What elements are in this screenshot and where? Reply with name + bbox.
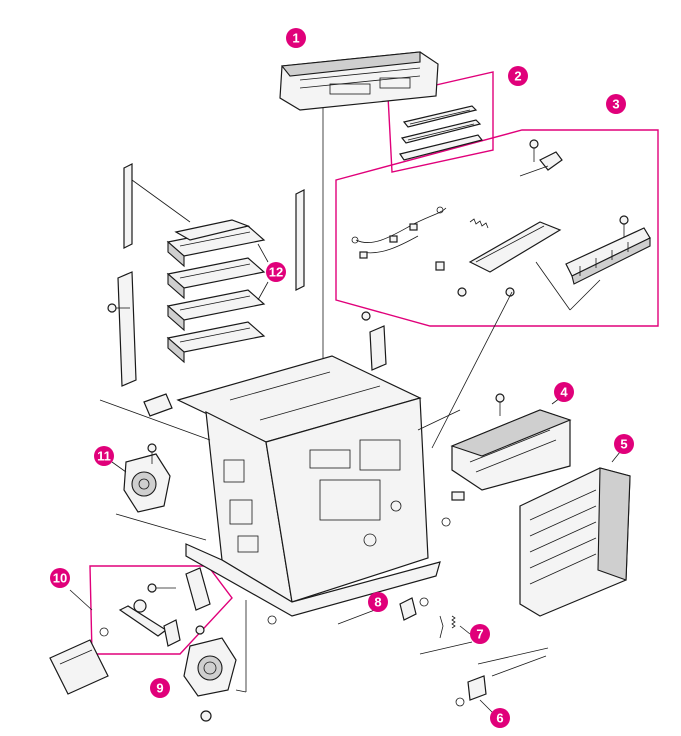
left-side-rails xyxy=(107,163,305,387)
svg-text:11: 11 xyxy=(97,449,111,464)
callout-9: 9 xyxy=(150,678,170,698)
rod-and-spring xyxy=(419,615,473,655)
fuser-assembly xyxy=(279,51,439,440)
frame-group-3 xyxy=(335,129,659,327)
callout-11: 11 xyxy=(94,446,114,466)
svg-text:10: 10 xyxy=(53,571,67,586)
callout-7: 7 xyxy=(470,624,490,644)
svg-text:3: 3 xyxy=(612,97,619,112)
svg-text:2: 2 xyxy=(514,69,521,84)
svg-text:9: 9 xyxy=(156,681,163,696)
small-bracket-assembly xyxy=(455,647,549,715)
svg-text:1: 1 xyxy=(292,31,299,46)
pickup-assembly xyxy=(450,393,572,491)
gear-drive-assembly xyxy=(111,443,207,541)
main-chassis xyxy=(99,291,513,617)
callout-8: 8 xyxy=(368,592,388,612)
svg-text:6: 6 xyxy=(496,711,503,726)
callout-4: 4 xyxy=(554,382,574,402)
callout-1: 1 xyxy=(286,28,306,48)
frame-group-10 xyxy=(89,565,233,655)
callout-2: 2 xyxy=(508,66,528,86)
svg-text:4: 4 xyxy=(560,385,568,400)
callout-10: 10 xyxy=(50,568,70,588)
callout-6: 6 xyxy=(490,708,510,728)
cartridge-guide-plates xyxy=(166,219,269,364)
callout-5: 5 xyxy=(614,434,634,454)
callout-12: 12 xyxy=(266,262,286,282)
lever-assembly xyxy=(49,567,211,695)
svg-text:5: 5 xyxy=(620,437,627,452)
guide-group-parts xyxy=(351,139,651,311)
small-block-part xyxy=(337,597,429,625)
paper-guide-strips xyxy=(399,105,484,161)
drive-gear-assembly xyxy=(183,600,247,722)
clip-rings xyxy=(267,491,465,625)
svg-text:8: 8 xyxy=(374,595,381,610)
svg-text:7: 7 xyxy=(476,627,483,642)
callout-3: 3 xyxy=(606,94,626,114)
frame-group-2 xyxy=(387,71,494,173)
side-door-assembly xyxy=(519,451,631,617)
svg-text:12: 12 xyxy=(269,265,283,280)
